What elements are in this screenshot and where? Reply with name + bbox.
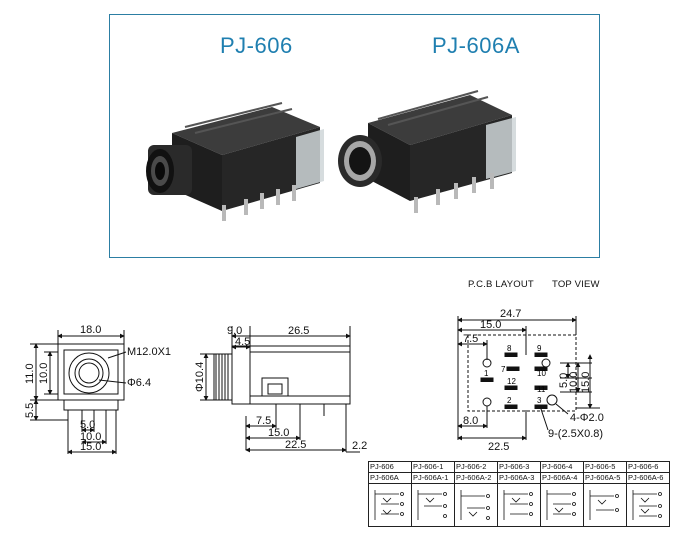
slot-hole-spec: 9-(2.5X0.8): [548, 428, 603, 440]
pcb-dim-15: 15.0: [480, 319, 501, 331]
pin-number: 7: [501, 365, 506, 374]
jack-schematic: [546, 490, 576, 520]
jack-schematic: [417, 490, 447, 520]
side-dim-9: 9.0: [227, 325, 242, 337]
schematic-cell: [454, 483, 498, 527]
schematic-row: [368, 483, 670, 527]
pin-number: 11: [537, 385, 546, 394]
pin-number: 3: [537, 396, 542, 405]
jack-photos: [146, 90, 516, 221]
pcb-dim-10: 10.0: [568, 372, 580, 393]
variant-cell: PJ-606A-2: [454, 472, 498, 484]
pitch-10-dim: 10.0: [80, 431, 101, 443]
pin-number: 8: [507, 344, 512, 353]
variant-cell: PJ-606A: [368, 472, 412, 484]
model-title-pj606: PJ-606: [220, 33, 293, 58]
front-view-drawing: [30, 330, 127, 455]
jack-schematic: [589, 490, 619, 520]
variant-cell: PJ-606: [368, 461, 412, 473]
jack-photo-pj606: [146, 102, 324, 221]
schematic-cell: [540, 483, 584, 527]
front-height-inner: 10.0: [38, 363, 50, 384]
schematic-cell: [583, 483, 627, 527]
round-hole-spec: 4-Φ2.0: [570, 412, 604, 424]
front-height-outer: 11.0: [24, 363, 36, 384]
schematic-cell: [368, 483, 412, 527]
model-title-pj606a: PJ-606A: [432, 33, 520, 58]
variant-cell: PJ-606-4: [540, 461, 584, 473]
pitch-5-dim: 5.0: [80, 419, 95, 431]
pin-number: 12: [507, 377, 516, 386]
schematic-cell: [411, 483, 455, 527]
thread-spec: M12.0X1: [127, 346, 171, 358]
pin-length-dim: 5.5: [24, 403, 36, 418]
pcb-dim-15-vertical: 15.0: [580, 372, 592, 393]
variant-cell: PJ-606-3: [497, 461, 541, 473]
variant-cell: PJ-606-6: [626, 461, 670, 473]
side-dim-4-5: 4.5: [235, 336, 250, 348]
side-dia-10-4: Φ10.4: [194, 362, 206, 392]
front-width-dim: 18.0: [80, 324, 101, 336]
pin-number: 2: [507, 396, 512, 405]
pcb-dim-24-7: 24.7: [500, 308, 521, 320]
variant-cell: PJ-606A-6: [626, 472, 670, 484]
pin-number: 9: [537, 344, 542, 353]
variant-cell: PJ-606A-5: [583, 472, 627, 484]
side-dim-7-5: 7.5: [256, 415, 271, 427]
pin-numbers: 8 9 7 10 1 12 11 2 3: [484, 344, 546, 405]
variant-table: PJ-606 PJ-606-1 PJ-606-2 PJ-606-3 PJ-606…: [368, 461, 670, 527]
pcb-dim-8: 8.0: [463, 415, 478, 427]
variant-cell: PJ-606-2: [454, 461, 498, 473]
pitch-15-dim: 15.0: [80, 441, 101, 453]
pcb-layout-heading: P.C.B LAYOUT: [468, 279, 534, 290]
pin-number: 10: [537, 369, 546, 378]
jack-schematic: [632, 490, 662, 520]
side-view-drawing: [200, 326, 360, 453]
pcb-dim-7-5: 7.5: [463, 333, 478, 345]
variant-cell: PJ-606-1: [411, 461, 455, 473]
variant-cell: PJ-606-5: [583, 461, 627, 473]
jack-schematic: [460, 490, 490, 520]
schematic-cell: [626, 483, 670, 527]
product-photo-panel: PJ-606 PJ-606A: [109, 14, 600, 258]
jack-schematic: [503, 490, 533, 520]
variant-cell: PJ-606A-3: [497, 472, 541, 484]
pcb-dim-5: 5.0: [558, 373, 570, 388]
side-dim-26-5: 26.5: [288, 325, 309, 337]
side-dim-2-2: 2.2: [352, 440, 367, 452]
variant-cell: PJ-606A-4: [540, 472, 584, 484]
side-dim-15: 15.0: [268, 427, 289, 439]
variant-row-pj606: PJ-606 PJ-606-1 PJ-606-2 PJ-606-3 PJ-606…: [368, 461, 670, 473]
jack-photo-pj606a: [338, 90, 516, 213]
jack-schematic: [374, 490, 404, 520]
pcb-dim-22-5: 22.5: [488, 441, 509, 453]
side-dim-22-5: 22.5: [285, 439, 306, 451]
schematic-cell: [497, 483, 541, 527]
variant-row-pj606a: PJ-606A PJ-606A-1 PJ-606A-2 PJ-606A-3 PJ…: [368, 472, 670, 484]
pcb-layout-drawing: [457, 316, 600, 441]
variant-cell: PJ-606A-1: [411, 472, 455, 484]
top-view-heading: TOP VIEW: [552, 279, 600, 290]
pin-number: 1: [484, 369, 489, 378]
bore-diameter: Φ6.4: [127, 377, 151, 389]
